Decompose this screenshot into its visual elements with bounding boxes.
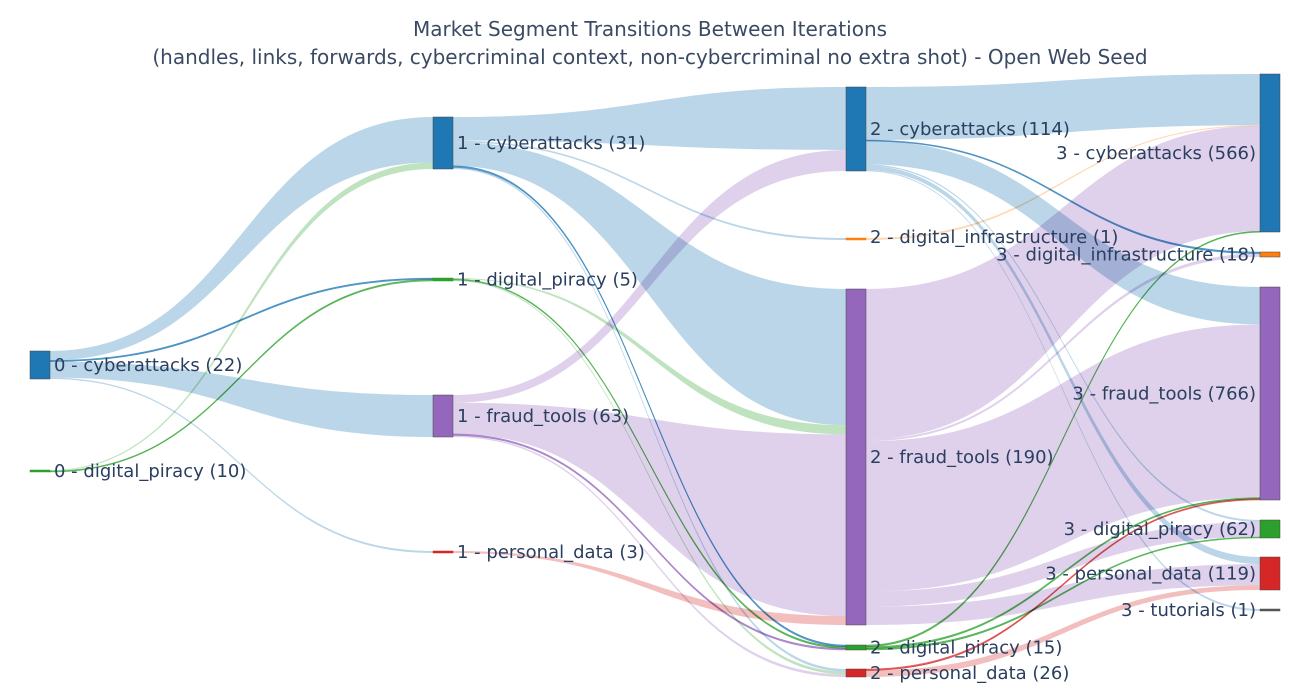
link-2f-to-3c — [866, 125, 1260, 440]
node-label-2f: 2 - fraud_tools (190) — [870, 447, 1054, 468]
node-0c[interactable] — [29, 350, 51, 380]
link-2f-to-3dp — [866, 522, 1260, 607]
link-2f-to-3pd — [866, 564, 1260, 625]
link-1pd-to-2f — [453, 551, 846, 625]
chart-subtitle: (handles, links, forwards, cybercriminal… — [152, 45, 1148, 69]
node-label-2di: 2 - digital_infrastructure (1) — [870, 227, 1118, 248]
node-label-3pd: 3 - personal_data (119) — [1045, 564, 1256, 585]
node-3dp[interactable] — [1259, 519, 1281, 539]
node-1f[interactable] — [432, 394, 454, 438]
node-2f[interactable] — [845, 288, 867, 626]
node-1pd[interactable] — [432, 550, 454, 554]
node-label-0dp: 0 - digital_piracy (10) — [54, 461, 246, 482]
link-2di-to-3c — [866, 125, 1260, 240]
link-0dp-to-1c — [50, 162, 433, 471]
link-1c-to-2di — [453, 140, 846, 240]
link-2f-to-3f — [866, 324, 1260, 592]
link-2f-to-3di — [866, 253, 1260, 442]
link-0c-to-1c — [50, 117, 433, 361]
node-3f[interactable] — [1259, 286, 1281, 501]
node-label-2pd: 2 - personal_data (26) — [870, 663, 1069, 684]
node-label-3dp: 3 - digital_piracy (62) — [1064, 519, 1256, 540]
chart-title: Market Segment Transitions Between Itera… — [412, 17, 888, 41]
node-label-1c: 1 - cyberattacks (31) — [457, 133, 645, 154]
link-1f-to-2pd — [453, 435, 846, 677]
node-2c[interactable] — [845, 86, 867, 172]
node-label-3c: 3 - cyberattacks (566) — [1056, 143, 1256, 164]
node-1c[interactable] — [432, 116, 454, 170]
node-label-3f: 3 - fraud_tools (766) — [1072, 384, 1256, 405]
link-1f-to-2f — [453, 402, 846, 616]
node-label-1dp: 1 - digital_piracy (5) — [457, 270, 638, 291]
link-1f-to-2c — [453, 150, 846, 403]
node-3pd[interactable] — [1259, 556, 1281, 591]
link-2dp-to-3c — [865, 230, 1261, 647]
node-3t[interactable] — [1259, 608, 1281, 612]
node-0dp[interactable] — [29, 469, 51, 473]
link-1dp-to-2f — [453, 278, 846, 435]
node-2pd[interactable] — [845, 668, 867, 678]
node-label-3t: 3 - tutorials (1) — [1121, 600, 1256, 621]
link-2c-to-3pd — [866, 165, 1260, 565]
link-2c-to-3c — [866, 74, 1260, 141]
node-2di[interactable] — [845, 237, 867, 241]
link-2pd-to-3pd — [866, 585, 1260, 677]
link-2c-to-3dp — [866, 164, 1260, 523]
node-3di[interactable] — [1259, 251, 1281, 258]
node-3c[interactable] — [1259, 73, 1281, 233]
link-0c-to-1pd — [50, 377, 433, 553]
node-label-2c: 2 - cyberattacks (114) — [870, 119, 1070, 140]
node-label-2dp: 2 - digital_piracy (15) — [870, 638, 1062, 659]
node-label-1pd: 1 - personal_data (3) — [457, 542, 645, 563]
node-label-1f: 1 - fraud_tools (63) — [457, 406, 629, 427]
node-2dp[interactable] — [845, 644, 867, 651]
node-label-0c: 0 - cyberattacks (22) — [54, 355, 242, 376]
link-0c-to-1f — [50, 361, 433, 437]
link-1c-to-2c — [453, 87, 846, 150]
node-label-3di: 3 - digital_infrastructure (18) — [996, 245, 1256, 266]
node-1dp[interactable] — [432, 277, 454, 282]
